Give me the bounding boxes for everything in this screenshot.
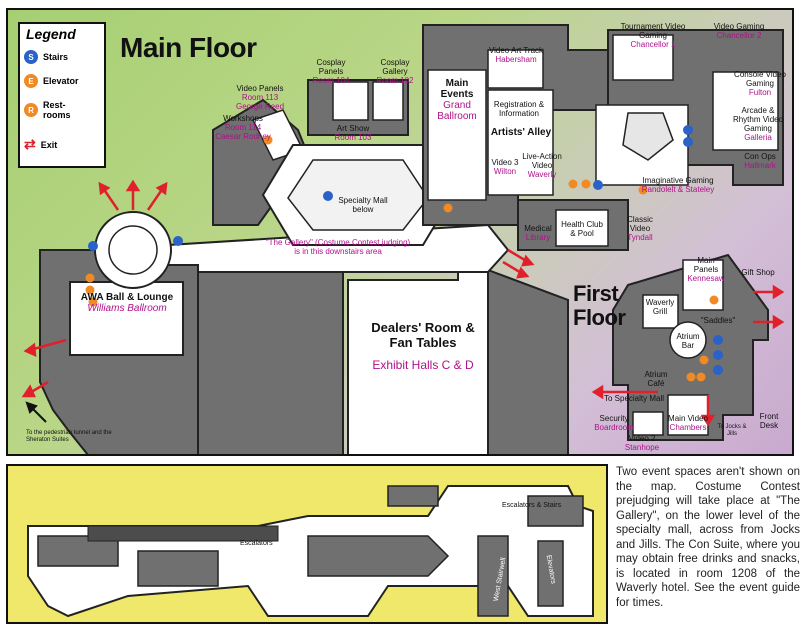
lower-block-2 <box>137 550 219 587</box>
restroom-icon: R <box>24 103 38 117</box>
label-specialty-mall: Specialty Mall below <box>338 196 388 214</box>
label-atrium-bar: Atrium Bar <box>676 332 700 350</box>
legend-row-stairs: S Stairs <box>24 50 68 64</box>
lower-level-drawing <box>27 485 594 618</box>
legend-row-exit: ⇄ Exit <box>24 136 57 153</box>
atrium-fountain <box>622 112 674 161</box>
label-saddles: "Saddles" <box>700 316 736 325</box>
elevator-markers <box>85 135 719 382</box>
label-artists-alley: Artists' Alley <box>490 127 552 138</box>
arcade-room <box>712 71 779 151</box>
elevator-shaft <box>537 540 564 607</box>
legend-title: Legend <box>26 26 76 42</box>
label-atrium-cafe: Atrium Café <box>644 370 668 388</box>
cosplay-gallery-room <box>372 81 404 121</box>
label-to-specialty-mall: To Specialty Mall <box>604 394 665 403</box>
video-art-room <box>487 49 544 89</box>
cosplay-panels-room <box>332 81 369 121</box>
legend-row-restroom: R Rest-rooms <box>24 100 94 120</box>
exit-arrows <box>21 179 785 427</box>
legend-label-stairs: Stairs <box>43 52 69 62</box>
floor-plan-drawing <box>21 24 785 454</box>
lower-corridor <box>87 525 279 542</box>
label-gift-shop: Gift Shop <box>741 268 775 277</box>
elevator-icon: E <box>24 74 38 88</box>
stairs-markers <box>88 125 723 375</box>
west-stairwell-shaft <box>477 535 509 617</box>
specialty-mall-inner <box>287 159 429 231</box>
convention-floor-map: Legend S Stairs E Elevator R Rest-rooms … <box>6 8 794 456</box>
label-pedestrian-tunnel: To the pedestrian tunnel and the Sherato… <box>26 430 112 443</box>
label-front-desk: Front Desk <box>759 412 779 430</box>
legend-row-elevator: E Elevator <box>24 74 79 88</box>
exhibit-hall-c <box>197 269 344 454</box>
video2-room <box>632 411 664 436</box>
label-to-jocks: To Jocks & Jills <box>717 424 747 437</box>
label-waverly-grill: Waverly Grill <box>645 298 675 316</box>
lower-block-5 <box>527 495 584 527</box>
legend-box: Legend S Stairs E Elevator R Rest-rooms … <box>18 22 106 168</box>
artists-alley-room <box>487 89 554 196</box>
event-note: Two event spaces aren't shown on the map… <box>616 466 800 609</box>
stairs-icon: S <box>24 50 38 64</box>
exit-arrow-icon: ⇄ <box>24 136 36 152</box>
first-floor-title: First Floor <box>573 281 626 330</box>
legend-label-elevator: Elevator <box>43 76 79 86</box>
grand-ballroom-room <box>427 69 487 201</box>
atrium-bar-room <box>669 321 707 359</box>
main-video-room <box>667 394 709 436</box>
legend-label-restroom: Rest-rooms <box>43 100 71 120</box>
main-floor-title: Main Floor <box>120 32 257 63</box>
lower-block-4 <box>307 535 450 577</box>
rotunda-inner <box>108 225 158 275</box>
lower-block-3 <box>387 485 439 507</box>
lower-level-map: Escalators Escalators & Stairs West Stai… <box>6 464 608 624</box>
label-health-club: Health Club & Pool <box>561 220 603 238</box>
label-the-gallery: "The Gallery" (Costume Contest judging) … <box>265 238 411 256</box>
tournament-room <box>612 34 674 81</box>
legend-label-exit: Exit <box>40 139 58 150</box>
health-club-room <box>555 209 609 247</box>
label-escalators-stairs: Escalators & Stairs <box>502 502 562 509</box>
pedestrian-arrow <box>25 401 47 423</box>
label-escalators: Escalators <box>240 540 273 547</box>
exhibit-hall-right <box>487 268 569 454</box>
label-registration: Registration & Information <box>493 100 545 118</box>
